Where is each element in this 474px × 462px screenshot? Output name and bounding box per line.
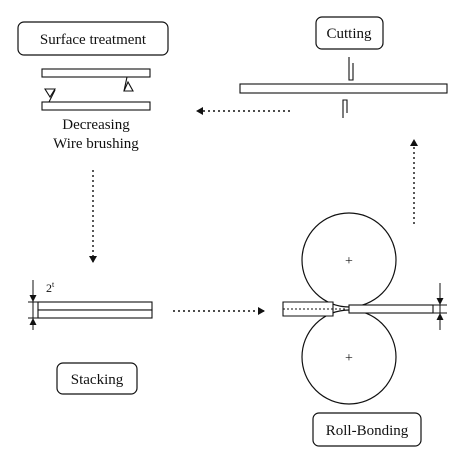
lower-sheet	[41, 101, 151, 111]
wire-brush-icon-left	[44, 88, 56, 103]
roll-bonding-step: + + Roll-Bonding	[282, 212, 447, 447]
upper-sheet	[41, 68, 151, 78]
upper-roll-center-marker: +	[345, 254, 353, 269]
wire-brush-icon-right	[123, 76, 134, 92]
stacked-sheet-top	[37, 301, 153, 311]
stacked-sheet-bottom	[37, 309, 153, 319]
thickness-label: 2t	[46, 280, 55, 295]
surface-treatment-caption-line1: Decreasing	[62, 117, 130, 133]
stacking-box	[56, 362, 138, 395]
surface-treatment-box	[17, 21, 169, 56]
cutting-box	[315, 16, 384, 50]
stacking-label: Stacking	[71, 372, 124, 388]
cutting-blade-icon-bottom	[342, 99, 348, 118]
lower-roll-center-marker: +	[345, 351, 353, 366]
surface-treatment-step: Surface treatment Decreasing Wire brushi…	[17, 21, 169, 152]
cutting-step: Cutting	[239, 16, 448, 118]
flow-arrows	[89, 107, 418, 315]
roll-bonding-box	[312, 412, 422, 447]
stacking-step: 2t Stacking	[28, 280, 153, 395]
surface-treatment-label: Surface treatment	[40, 32, 147, 48]
cutting-blade-icon-top	[348, 57, 354, 81]
cut-sheet	[239, 83, 448, 94]
thickness-dimension	[28, 280, 38, 330]
cutting-label: Cutting	[326, 26, 372, 42]
surface-treatment-caption-line2: Wire brushing	[53, 136, 139, 152]
bonded-sheet	[348, 304, 434, 314]
roll-bonding-label: Roll-Bonding	[326, 423, 409, 439]
